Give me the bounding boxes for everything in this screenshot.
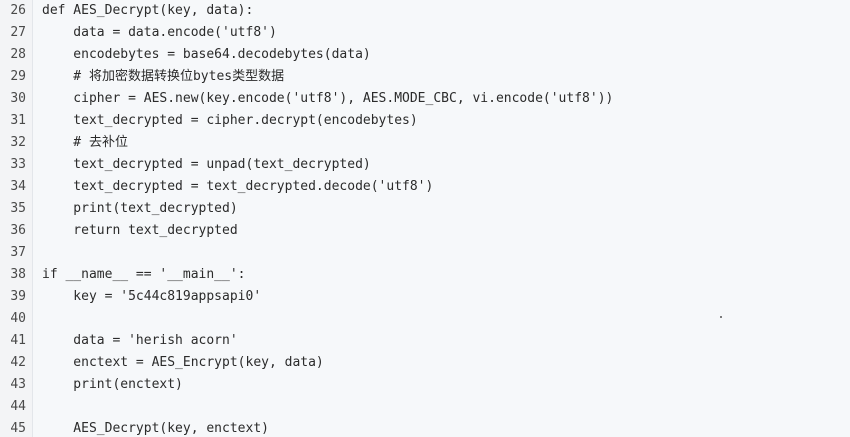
code-text: print(enctext) [42,377,183,392]
line-number: 35 [10,201,26,216]
code-line: 38 if __name__ == '__main__': [0,264,850,286]
code-line: 45 AES_Decrypt(key, enctext) [0,418,850,437]
line-number: 31 [10,113,26,128]
code-line: 30 cipher = AES.new(key.encode('utf8'), … [0,88,850,110]
line-number: 32 [10,135,26,150]
code-text: key = '5c44c819appsapi0' [42,289,262,304]
code-text: text_decrypted = cipher.decrypt(encodeby… [42,113,418,128]
code-text: print(text_decrypted) [42,201,238,216]
line-number: 36 [10,223,26,238]
code-text: encodebytes = base64.decodebytes(data) [42,47,371,62]
line-number: 37 [10,245,26,260]
line-number: 45 [10,421,26,436]
code-line: 28 encodebytes = base64.decodebytes(data… [0,44,850,66]
code-line: 40 [0,308,850,330]
code-line: 32 # 去补位 [0,132,850,154]
code-comment: # 将加密数据转换位bytes类型数据 [42,69,285,84]
code-line: 44 [0,396,850,418]
code-line: 35 print(text_decrypted) [0,198,850,220]
line-number: 26 [10,3,26,18]
code-line: 34 text_decrypted = text_decrypted.decod… [0,176,850,198]
line-number-gutter [0,0,33,437]
line-number: 38 [10,267,26,282]
line-number: 29 [10,69,26,84]
code-text: AES_Decrypt(key, enctext) [42,421,269,436]
code-line: 42 enctext = AES_Encrypt(key, data) [0,352,850,374]
code-line: 26 def AES_Decrypt(key, data): [0,0,850,22]
code-line: 27 data = data.encode('utf8') [0,22,850,44]
code-text: data = data.encode('utf8') [42,25,277,40]
stray-dot [720,316,722,318]
line-number: 42 [10,355,26,370]
code-text: cipher = AES.new(key.encode('utf8'), AES… [42,91,614,106]
code-line: 39 key = '5c44c819appsapi0' [0,286,850,308]
code-line: 33 text_decrypted = unpad(text_decrypted… [0,154,850,176]
code-line: 41 data = 'herish acorn' [0,330,850,352]
line-number: 30 [10,91,26,106]
code-line: 29 # 将加密数据转换位bytes类型数据 [0,66,850,88]
code-text: if __name__ == '__main__': [42,267,246,282]
line-number: 43 [10,377,26,392]
code-line: 31 text_decrypted = cipher.decrypt(encod… [0,110,850,132]
code-text: text_decrypted = unpad(text_decrypted) [42,157,371,172]
line-number: 40 [10,311,26,326]
code-text: return text_decrypted [42,223,238,238]
code-line: 43 print(enctext) [0,374,850,396]
line-number: 33 [10,157,26,172]
line-number: 39 [10,289,26,304]
line-number: 28 [10,47,26,62]
line-number: 34 [10,179,26,194]
code-comment: # 去补位 [42,135,128,150]
code-text: text_decrypted = text_decrypted.decode('… [42,179,434,194]
code-text: enctext = AES_Encrypt(key, data) [42,355,324,370]
line-number: 41 [10,333,26,348]
line-number: 27 [10,25,26,40]
code-line: 36 return text_decrypted [0,220,850,242]
code-text: def AES_Decrypt(key, data): [42,3,254,18]
code-text: data = 'herish acorn' [42,333,238,348]
line-number: 44 [10,399,26,414]
code-line: 37 [0,242,850,264]
